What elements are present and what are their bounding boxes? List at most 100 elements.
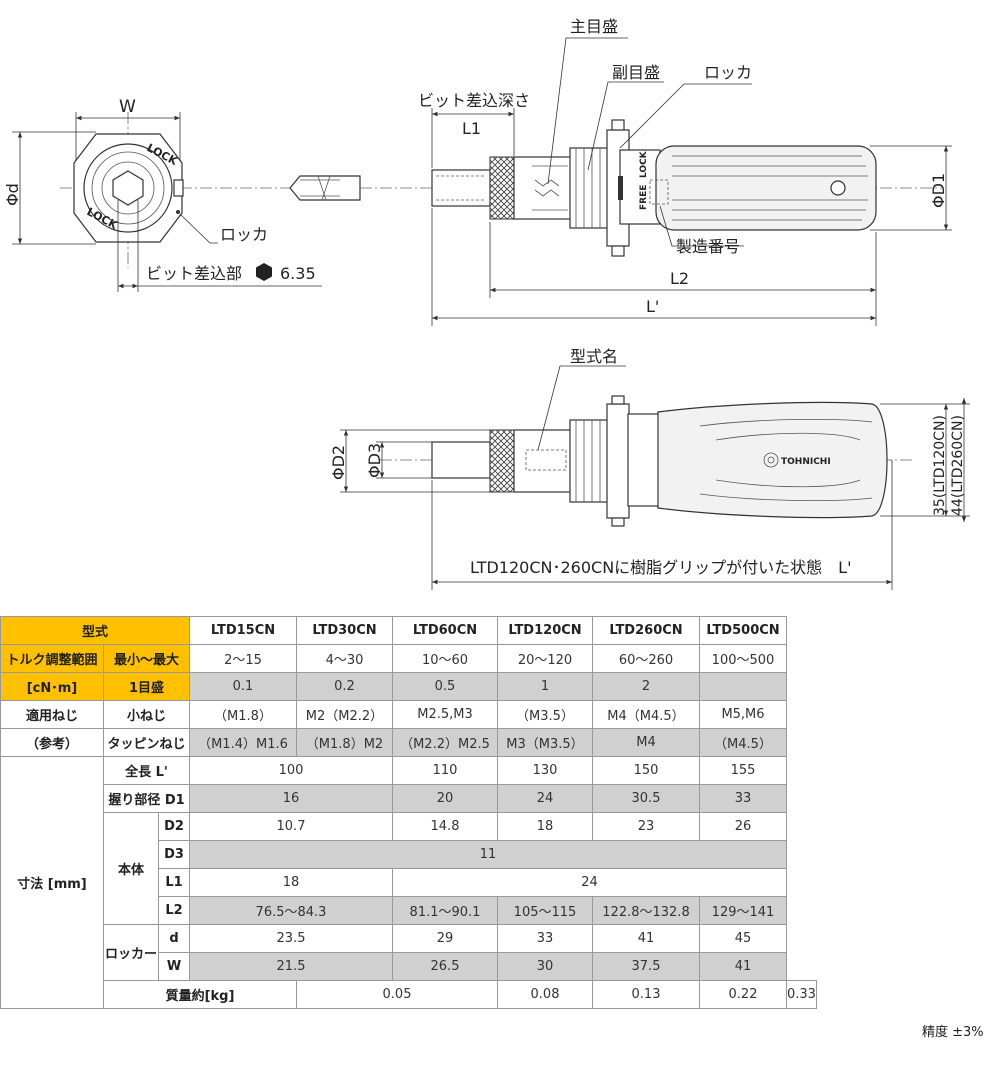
total-length-label: 全長 L': [103, 756, 190, 785]
w-dimension: W: [119, 97, 136, 117]
table-cell: 18: [189, 868, 393, 897]
phi-d2-label: ΦD2: [329, 445, 348, 480]
table-cell: 24: [392, 868, 787, 897]
table-cell: （M1.8）M2: [296, 728, 393, 757]
table-row: 本体 D2 10.7 14.8 18 23 26: [1, 812, 817, 925]
l1-label: L1: [462, 119, 481, 138]
grip-view: TOHNICHI 型式名 ΦD2 ΦD3 35(LTD120CN) 44(LTD…: [329, 347, 970, 590]
model-ltd260: LTD260CN: [592, 616, 700, 645]
grip-caption: LTD120CN･260CNに樹脂グリップが付いた状態 L': [470, 558, 851, 577]
table-row: 握り部径 D1 16 20 24 30.5 33: [1, 784, 817, 813]
table-cell: 26.5: [392, 952, 498, 981]
table-row: L2 76.5～84.3 81.1～90.1 105～115 122.8～132…: [1, 896, 817, 925]
model-ltd15: LTD15CN: [189, 616, 297, 645]
table-cell: 33: [699, 784, 787, 813]
table-cell: 20～120: [497, 644, 593, 673]
table-cell: 110: [392, 756, 498, 785]
table-cell: 11: [189, 840, 787, 869]
table-cell: 21.5: [189, 952, 393, 981]
table-cell: 2: [592, 672, 700, 701]
table-row: D3 11: [1, 840, 817, 869]
model-ltd120: LTD120CN: [497, 616, 593, 645]
table-cell: 1: [497, 672, 593, 701]
small-screw-label: 小ねじ: [103, 700, 190, 729]
torque-range-label: トルク調整範囲: [0, 644, 104, 673]
ref-label: （参考）: [0, 728, 104, 757]
table-cell: 30.5: [592, 784, 700, 813]
sub-scale-label: 副目盛: [612, 63, 660, 82]
table-row: 寸法 [mm] 全長 L' 100 110 130 150 155: [0, 756, 817, 1009]
table-cell: 16: [189, 784, 393, 813]
table-cell: （M1.8）: [189, 700, 297, 729]
free-label: FREE: [639, 185, 649, 210]
phi-d-dimension: Φd: [3, 183, 22, 206]
table-cell: 129～141: [699, 896, 787, 925]
table-cell: 0.33: [786, 980, 817, 1009]
table-cell: 122.8～132.8: [592, 896, 700, 925]
bit-depth-label: ビット差込深さ: [418, 91, 530, 110]
table-cell: 14.8: [392, 812, 498, 841]
table-row: （参考） タッピンねじ （M1.4）M1.6 （M1.8）M2 （M2.2）M2…: [0, 728, 817, 757]
screw-label: 適用ねじ: [0, 700, 104, 729]
bit-insert-label: ビット差込部: [146, 264, 242, 283]
table-cell: M5,M6: [699, 700, 787, 729]
table-row: 質量約[kg] 0.05 0.08 0.13 0.22 0.33: [1, 980, 817, 1009]
table-cell: 26: [699, 812, 787, 841]
l2-row-label: L2: [158, 896, 190, 925]
table-cell: [699, 672, 787, 701]
table-cell: 81.1～90.1: [392, 896, 498, 925]
table-cell: 100～500: [699, 644, 787, 673]
table-cell: （M4.5）: [699, 728, 787, 757]
table-cell: 10～60: [392, 644, 498, 673]
table-cell: 0.13: [592, 980, 700, 1009]
table-row: トルク調整範囲 最小～最大 2～15 4～30 10～60 20～120 60～…: [0, 644, 817, 673]
hex-size: 6.35: [280, 264, 316, 283]
model-name-label: 型式名: [570, 347, 618, 366]
table-cell: 100: [189, 756, 393, 785]
table-cell: （M3.5）: [497, 700, 593, 729]
table-cell: 0.08: [497, 980, 593, 1009]
w-row-label: W: [158, 952, 190, 981]
hex-icon: [256, 263, 272, 281]
main-scale-label: 主目盛: [570, 17, 618, 36]
l1-row-label: L1: [158, 868, 190, 897]
locker-row-label: ロッカー: [103, 924, 159, 981]
table-cell: 60～260: [592, 644, 700, 673]
height-44-label: 44(LTD260CN): [950, 415, 966, 516]
model-ltd500: LTD500CN: [699, 616, 787, 645]
end-view: LOCK LOCK W Φd ロッカ ビット差込部 6.35: [3, 97, 322, 292]
side-view: FREE LOCK ビット差込深さ L1 主目盛 副目盛 ロッカ 製造番号 ΦD…: [240, 17, 952, 326]
table-cell: 41: [699, 952, 787, 981]
table-cell: 0.1: [189, 672, 297, 701]
d2-label: D2: [158, 812, 190, 841]
tapping-screw-label: タッピンねじ: [103, 728, 190, 757]
spec-table: 型式 LTD15CN LTD30CN LTD60CN LTD120CN LTD2…: [0, 616, 817, 1009]
table-cell: 0.2: [296, 672, 393, 701]
technical-drawing: LOCK LOCK W Φd ロッカ ビット差込部 6.35: [3, 17, 970, 590]
table-row: ロッカー d 23.5 29 33 41 45: [1, 924, 817, 981]
table-cell: M4: [592, 728, 700, 757]
table-row: L1 18 24: [1, 868, 817, 897]
locker-label-left: ロッカ: [220, 225, 268, 244]
table-cell: 150: [592, 756, 700, 785]
hex-socket: [112, 170, 144, 206]
table-cell: （M1.4）M1.6: [189, 728, 297, 757]
table-cell: 29: [392, 924, 498, 953]
table-cell: 41: [592, 924, 700, 953]
dimension-label: 寸法 [mm]: [0, 756, 104, 1009]
table-cell: 0.05: [296, 980, 498, 1009]
unit-label: [cN･m]: [0, 672, 104, 701]
model-header: 型式: [0, 616, 190, 645]
table-cell: M4（M4.5）: [592, 700, 700, 729]
tohnichi-logo: TOHNICHI: [781, 457, 831, 467]
table-cell: 130: [497, 756, 593, 785]
accuracy-note: 精度 ±3%: [922, 1025, 984, 1040]
table-cell: 23: [592, 812, 700, 841]
model-ltd30: LTD30CN: [296, 616, 393, 645]
table-cell: 10.7: [189, 812, 393, 841]
locker-label-right: ロッカ: [704, 63, 752, 82]
table-cell: M2（M2.2）: [296, 700, 393, 729]
mass-label: 質量約[kg]: [103, 980, 297, 1009]
grip-dia-label: 握り部径 D1: [103, 784, 190, 813]
table-cell: 33: [497, 924, 593, 953]
